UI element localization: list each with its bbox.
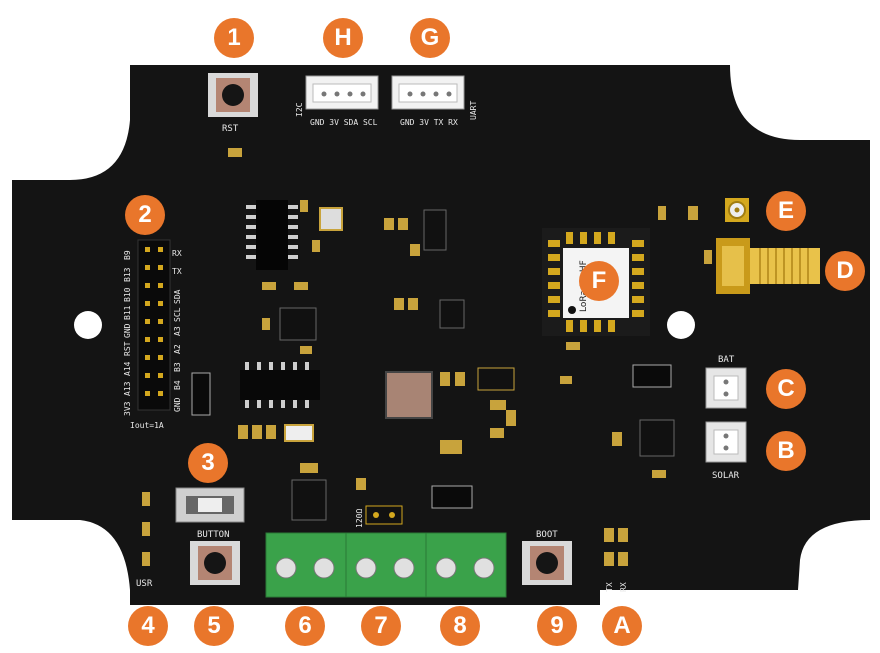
- header-pin-label: B13: [123, 267, 132, 282]
- i2c-connector: [305, 75, 379, 110]
- header-pin-label: TX: [172, 267, 182, 276]
- ic-chip: [439, 299, 465, 329]
- header-pin-label: B3: [173, 362, 182, 372]
- terminal-block-1: [265, 532, 347, 598]
- solar-label: SOLAR: [712, 471, 740, 481]
- smd-passives: [142, 200, 712, 566]
- callout-1: 1: [214, 18, 254, 58]
- smd-component: [284, 424, 314, 442]
- header-pin-label: GND: [123, 323, 132, 338]
- callout-2: 2: [125, 195, 165, 235]
- header-pin-label: SDA: [173, 289, 182, 304]
- callout-9: 9: [537, 606, 577, 646]
- callout-4: 4: [128, 606, 168, 646]
- smd-component: [228, 148, 242, 157]
- ic-chip: [279, 307, 317, 341]
- header-pin-label: 3V3: [123, 401, 132, 416]
- bat-label: BAT: [718, 355, 735, 365]
- callout-6: 6: [285, 606, 325, 646]
- mounting-hole-right: [667, 311, 695, 339]
- header-pin-label: RST: [123, 341, 132, 356]
- ufl-connector: [725, 198, 749, 222]
- header-pin-label: RX: [172, 249, 182, 258]
- callout-f: F: [579, 261, 619, 301]
- callout-8: 8: [440, 606, 480, 646]
- usr-label: USR: [136, 579, 153, 589]
- terminal-block-2: [345, 532, 427, 598]
- header-pin-label: A2: [173, 344, 182, 354]
- solar-connector: [705, 421, 747, 463]
- boot-label: BOOT: [536, 530, 558, 540]
- header-pin-label: A3: [173, 326, 182, 336]
- rst-button[interactable]: [208, 73, 258, 117]
- button-label: BUTTON: [197, 530, 230, 540]
- ic-chip: [291, 479, 327, 521]
- header-pin-label: SCL: [173, 307, 182, 322]
- callout-5: 5: [194, 606, 234, 646]
- uart-pins-label: GND 3V TX RX: [400, 118, 458, 127]
- rst-label: RST: [222, 124, 239, 134]
- header-pin-label: GND: [173, 397, 182, 412]
- callout-e: E: [766, 191, 806, 231]
- crystal: [319, 207, 343, 231]
- diode: [632, 364, 672, 388]
- callout-h: H: [323, 18, 363, 58]
- callout-d: D: [825, 251, 865, 291]
- callout-3: 3: [188, 443, 228, 483]
- callout-a: A: [602, 606, 642, 646]
- mounting-hole-left: [74, 311, 102, 339]
- header-pin-label: A13: [123, 381, 132, 396]
- callout-g: G: [410, 18, 450, 58]
- uart-connector: [391, 75, 465, 110]
- callout-b: B: [766, 431, 806, 471]
- ic-chip: [639, 419, 675, 457]
- callout-7: 7: [361, 606, 401, 646]
- battery-connector: [705, 367, 747, 409]
- tx-label: TX: [605, 582, 614, 592]
- header-pin-label: B9: [123, 250, 132, 260]
- pin-header: [137, 239, 171, 411]
- ic-chip: [240, 362, 320, 408]
- diode: [191, 372, 211, 416]
- rx-label: RX: [619, 582, 628, 592]
- boot-button[interactable]: [522, 541, 572, 585]
- i2c-pins-label: GND 3V SDA SCL: [310, 118, 378, 127]
- terminal-block-3: [425, 532, 507, 598]
- user-button[interactable]: [190, 541, 240, 585]
- header-pin-label: B10: [123, 287, 132, 302]
- slide-switch[interactable]: [175, 487, 245, 523]
- header-pin-label: B4: [173, 380, 182, 390]
- inductor: [385, 371, 433, 419]
- sma-connector: [716, 238, 820, 294]
- r120-label: 120Ω: [355, 509, 364, 528]
- iout-label: Iout=1A: [130, 421, 164, 430]
- callout-c: C: [766, 369, 806, 409]
- i2c-label: I2C: [295, 102, 304, 117]
- ic-chip: [423, 209, 447, 251]
- ic-chip: [477, 367, 515, 391]
- ic-chip: [246, 200, 298, 270]
- uart-label: UART: [469, 101, 478, 120]
- diode: [431, 485, 473, 509]
- header-pin-label: A14: [123, 361, 132, 376]
- termination-jumper: [365, 505, 403, 525]
- header-pin-label: B11: [123, 305, 132, 320]
